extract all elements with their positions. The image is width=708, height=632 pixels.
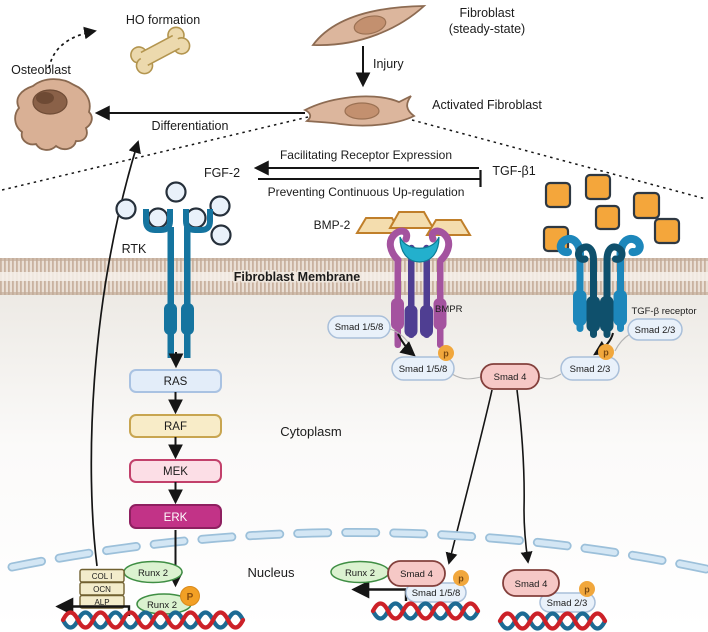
phospho-P: P [187,592,194,603]
smad23-p-label: Smad 2/3 [570,364,611,375]
smad158-label: Smad 1/5/8 [335,322,384,333]
phospho-badge [579,581,595,597]
activated-fibroblast-label: Activated Fibroblast [432,98,542,112]
phospho-p: p [458,574,464,584]
osteoblast-label: Osteoblast [11,63,71,77]
activated-fibroblast-nucleus [344,102,380,120]
runx2-label: Runx 2 [138,568,168,579]
raf-label: RAF [164,421,187,433]
smad158-nuclear-label: Smad 1/5/8 [412,588,461,599]
facilitating-label: Facilitating Receptor Expression [280,148,452,162]
dna-helix [60,610,246,630]
erk-label: ERK [164,512,188,524]
smad4-nuclear-pill-right [502,569,560,597]
erk-box [129,504,222,529]
smad158-p-label: Smad 1/5/8 [399,364,448,375]
fibroblast-nucleus [353,15,387,35]
dna-helix [370,601,481,621]
bmp2-label: BMP-2 [314,218,351,232]
bmpr-smad-arrow [397,333,416,357]
tgfb-receptor-label: TGF-β receptor [631,306,696,317]
smad23-p-pill [560,356,620,381]
bmp2-bound-core [399,236,440,263]
fibroblast-state-label: (steady-state) [449,22,525,36]
smad4-nuclear-label-right: Smad 4 [515,579,548,590]
runx2-p-label: Runx 2 [147,600,177,611]
zoom-ray-left [1,116,309,191]
membrane-label: Fibroblast Membrane [234,270,360,284]
smad158-p-pill [391,356,455,381]
ho-formation-arrow [48,26,97,69]
tgfb1-label: TGF-β1 [492,164,535,178]
bone-icon [130,26,191,75]
rtk-label: RTK [122,242,147,256]
ho-formation-label: HO formation [126,13,200,27]
mek-label: MEK [163,466,188,478]
runx2-nuclear-label: Runx 2 [345,568,375,579]
smad4-nuclear-pill-left [387,560,446,587]
phospho-badge-large [180,586,200,606]
differentiation-label: Differentiation [152,119,229,133]
zoom-ray-right [411,119,707,200]
smad23-pill [627,318,683,341]
smad23-nuclear-label: Smad 2/3 [547,598,588,609]
phospho-badge [453,570,469,586]
phospho-p: p [603,348,609,358]
gene-col1-label: COL I [92,572,113,581]
phospho-p: p [584,585,590,595]
phospho-badge [598,344,614,360]
cytoplasm-label: Cytoplasm [280,424,341,439]
tgfb-receptor [556,234,644,338]
nuclear-envelope [7,528,708,574]
bmpr-label: BMPR [435,304,463,315]
target-genes: COL I OCN ALP [79,568,125,609]
phospho-badge [438,345,454,361]
rtk-receptor [143,209,213,358]
gene-alp-label: ALP [94,598,109,607]
fibroblast-label: Fibroblast [460,6,515,20]
dna-helix [497,611,608,631]
gene-ocn-label: OCN [93,585,111,594]
fibroblast-cell [311,5,427,46]
smad158-pill [327,315,391,339]
smad4-label: Smad 4 [494,372,527,383]
smad4-right-arrow [516,389,533,564]
fgf2-ligands [115,181,232,246]
smad4-nuclear-label-left: Smad 4 [400,569,433,580]
injury-label: Injury [373,57,404,71]
osteoblast-cell [14,78,93,151]
activated-fibroblast-cell [302,95,416,127]
smad23-label: Smad 2/3 [635,325,676,336]
osteoblast-nucleolus [36,92,54,104]
smad4-pill [480,363,540,390]
bmpr-receptor [386,227,453,348]
preventing-label: Preventing Continuous Up-regulation [268,185,465,199]
nucleus-label: Nucleus [248,565,295,580]
fgf2-label: FGF-2 [204,166,240,180]
ras-label: RAS [164,376,188,388]
phospho-p: p [443,349,449,359]
